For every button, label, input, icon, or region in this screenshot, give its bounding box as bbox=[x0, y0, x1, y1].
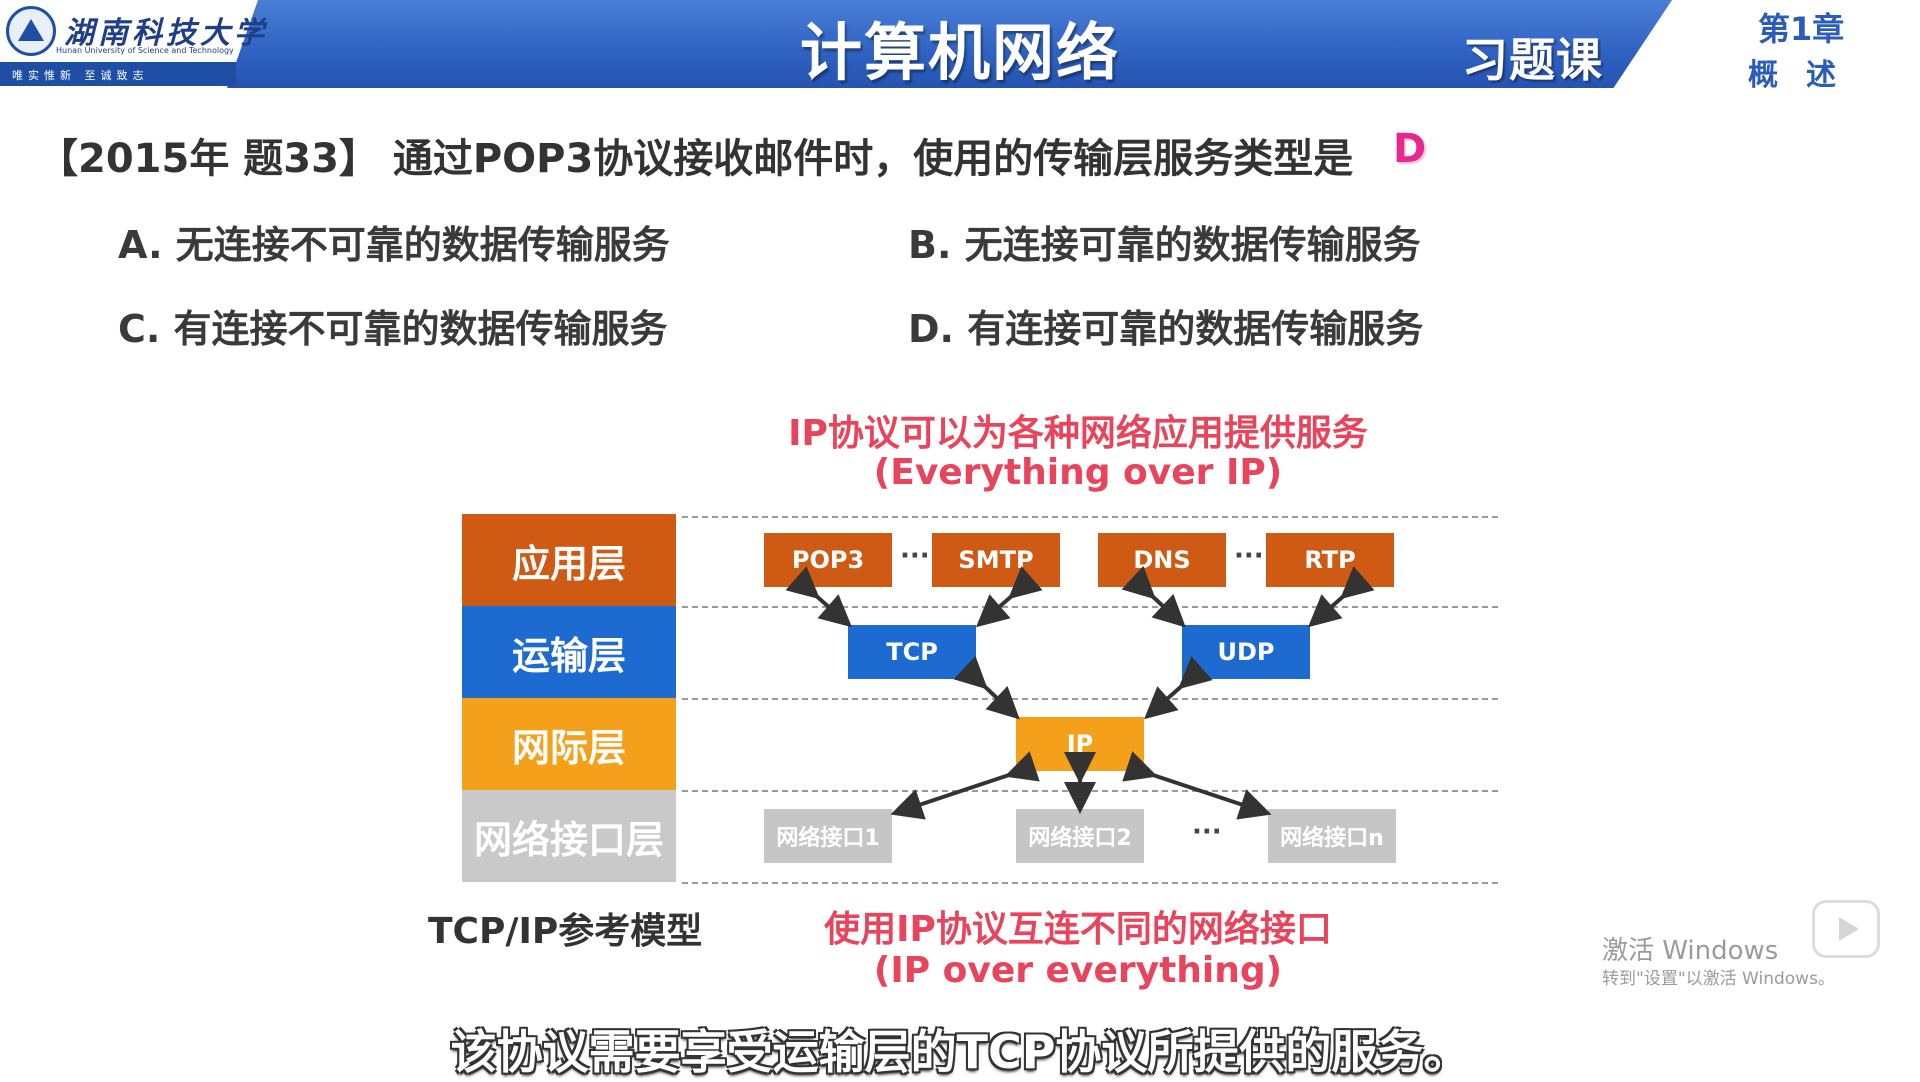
slide-header: 湖南科技大学 Hunan University of Science and T… bbox=[0, 0, 1920, 93]
ellipsis: ··· bbox=[1234, 541, 1264, 571]
arrow-ip-nic1 bbox=[890, 751, 1040, 820]
university-emblem-icon bbox=[6, 6, 56, 56]
arrow-udp-ip bbox=[1144, 656, 1213, 720]
ellipsis: ··· bbox=[900, 541, 930, 571]
note-top-line1: IP协议可以为各种网络应用提供服务 bbox=[788, 413, 1368, 454]
layer-divider bbox=[682, 606, 1498, 608]
university-motto: 唯实惟新 至诚致志 bbox=[12, 69, 149, 82]
lesson-type: 习题课 bbox=[1462, 33, 1603, 87]
option-c: C. 有连接不可靠的数据传输服务 bbox=[118, 307, 668, 351]
question-text: 【2015年 题33】 通过POP3协议接收邮件时，使用的传输层服务类型是 bbox=[38, 136, 1354, 182]
option-b: B. 无连接可靠的数据传输服务 bbox=[908, 223, 1421, 267]
note-top-line2: (Everything over IP) bbox=[873, 452, 1283, 493]
arrow-rtp-udp bbox=[1307, 566, 1375, 628]
layer-network-interface: 网络接口层 bbox=[462, 790, 676, 882]
layer-application: 应用层 bbox=[462, 514, 676, 606]
model-label: TCP/IP参考模型 bbox=[428, 911, 703, 952]
windows-activation-subtitle: 转到"设置"以激活 Windows。 bbox=[1602, 969, 1835, 989]
layer-transport: 运输层 bbox=[462, 606, 676, 698]
arrow-ip-nicn bbox=[1122, 751, 1272, 820]
university-name: 湖南科技大学 bbox=[64, 16, 268, 51]
layer-internet: 网际层 bbox=[462, 698, 676, 790]
video-subtitle: 该协议需要享受运输层的TCP协议所提供的服务。 bbox=[450, 1025, 1470, 1079]
note-bottom-line2: (IP over everything) bbox=[873, 950, 1283, 991]
header-band bbox=[0, 0, 1672, 88]
motto-strip bbox=[0, 62, 236, 86]
arrow-pop3-tcp bbox=[785, 566, 853, 628]
arrow-tcp-ip bbox=[953, 655, 1020, 720]
option-a: A. 无连接不可靠的数据传输服务 bbox=[118, 223, 670, 267]
network-interface-n: 网络接口n bbox=[1268, 809, 1396, 863]
ellipsis: ··· bbox=[1192, 817, 1222, 847]
chapter-name: 概述 bbox=[1748, 58, 1864, 93]
layer-divider bbox=[682, 882, 1498, 884]
network-interface-1: 网络接口1 bbox=[764, 809, 892, 863]
windows-activation-title: 激活 Windows bbox=[1602, 936, 1779, 966]
arrow-dns-udp bbox=[1121, 565, 1186, 628]
layer-divider bbox=[682, 516, 1498, 518]
play-icon[interactable] bbox=[1812, 900, 1880, 958]
layer-divider bbox=[682, 698, 1498, 700]
chapter-number: 第1章 bbox=[1758, 10, 1845, 48]
answer-mark: D bbox=[1393, 126, 1427, 172]
note-bottom-line1: 使用IP协议互连不同的网络接口 bbox=[824, 909, 1332, 950]
course-title: 计算机网络 bbox=[799, 16, 1120, 89]
arrow-smtp-tcp bbox=[975, 566, 1043, 628]
option-d: D. 有连接可靠的数据传输服务 bbox=[908, 307, 1424, 351]
university-en-name: Hunan University of Science and Technolo… bbox=[56, 46, 234, 55]
